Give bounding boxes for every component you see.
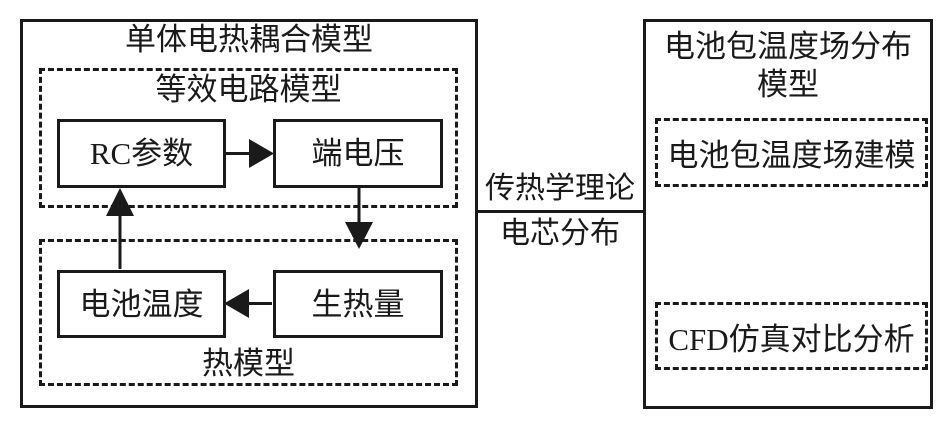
connector-top-label: 传热学理论 [485, 172, 635, 205]
heat-generation-node: 生热量 [273, 270, 443, 338]
equivalent-circuit-group [39, 68, 458, 208]
right-panel-title: 电池包温度场分布 模型 [646, 28, 930, 104]
equivalent-circuit-label: 等效电路模型 [155, 72, 342, 107]
thermal-model-group [39, 239, 458, 386]
rc-params-label: RC参数 [89, 136, 194, 171]
right-panel-title-line1: 电池包温度场分布 [664, 29, 912, 64]
cfd-comparison-box: CFD仿真对比分析 [655, 302, 928, 370]
battery-temperature-node: 电池温度 [57, 270, 226, 338]
cfd-comparison-label: CFD仿真对比分析 [668, 321, 915, 357]
heat-generation-label: 生热量 [311, 286, 405, 322]
cell-electrothermal-model-panel [20, 19, 478, 408]
left-panel-title: 单体电热耦合模型 [125, 22, 373, 57]
connector-divider-line [477, 210, 643, 213]
terminal-voltage-node: 端电压 [273, 119, 443, 188]
pack-field-modeling-box: 电池包温度场建模 [655, 118, 928, 187]
connector-bottom-label: 电芯分布 [500, 217, 620, 250]
rc-params-node: RC参数 [57, 119, 226, 188]
terminal-voltage-label: 端电压 [311, 136, 405, 171]
thermal-model-label: 热模型 [202, 346, 295, 381]
pack-field-modeling-label: 电池包温度场建模 [667, 138, 916, 173]
right-panel-title-line2: 模型 [757, 66, 819, 102]
pack-temperature-field-panel [643, 19, 933, 409]
battery-temperature-label: 电池温度 [79, 286, 204, 322]
